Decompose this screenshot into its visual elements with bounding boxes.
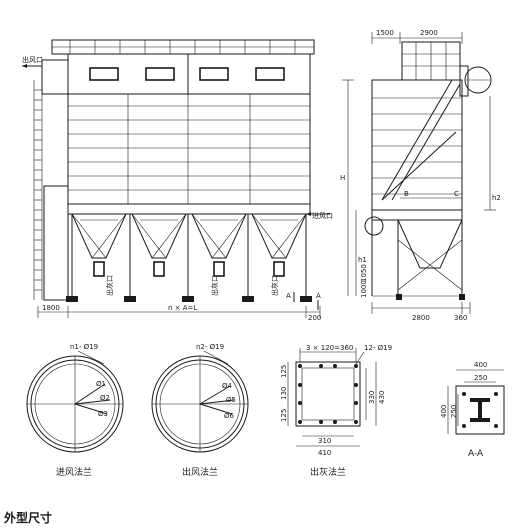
- dim-right: 200: [308, 314, 321, 322]
- hopper-beam: [67, 203, 311, 215]
- left-ladder: [33, 80, 43, 300]
- dim-1000: 1000: [360, 280, 368, 298]
- dim-bottom-right: 360: [454, 314, 467, 322]
- section-mark-right: A: [316, 292, 321, 300]
- label-b: B: [404, 190, 409, 198]
- dim-1050: 1050: [360, 264, 368, 282]
- ash-label-3: 出灰口: [270, 275, 279, 296]
- ash-dim-bottom-inner: 310: [318, 437, 331, 445]
- outlet-d5: Ø5: [226, 396, 236, 404]
- ash-dim-bottom-outer: 410: [318, 449, 331, 457]
- label-c: C: [454, 190, 459, 198]
- outlet-flange: n2- Ø19 Ø4 Ø5 Ø6 出风法兰: [151, 343, 249, 478]
- inlet-flange: n1- Ø19 Ø1 Ø2 Ø3 进风法兰: [26, 343, 124, 478]
- outlet-label: 出风口: [22, 55, 43, 64]
- label-h1: h1: [358, 256, 367, 264]
- support-legs: [71, 214, 307, 298]
- dim-bottom-left: 2800: [412, 314, 430, 322]
- section-aa: 400 250 400 250 A-A: [440, 361, 505, 459]
- aa-dim-left-outer: 400: [440, 405, 448, 418]
- side-hopper: [397, 219, 463, 269]
- front-dimension-line: [37, 306, 321, 318]
- ash-dim-top: 3 × 120=360: [306, 344, 353, 352]
- upper-plenum: [67, 53, 311, 95]
- hatch-2: [145, 67, 175, 81]
- ash-dim-left-c: 125: [280, 409, 288, 422]
- ash-holes-label: 12- Ø19: [364, 344, 392, 352]
- label-h2: h2: [492, 194, 501, 202]
- ash-dim-left-a: 125: [280, 365, 288, 378]
- inlet-d1: Ø1: [96, 380, 106, 388]
- outlet-caption: 出风法兰: [182, 466, 218, 478]
- aa-dim-top-inner: 250: [474, 374, 487, 382]
- dim-top-right: 2900: [420, 29, 438, 37]
- outlet-d4: Ø4: [222, 382, 233, 390]
- inlet-duct-circle: [364, 216, 384, 236]
- hatch-4: [255, 67, 285, 81]
- filter-housing: [67, 93, 311, 205]
- ash-caption: 出灰法兰: [310, 466, 346, 478]
- outlet-holes-label: n2- Ø19: [196, 343, 224, 351]
- label-h: H: [340, 174, 345, 182]
- ash-flange: 3 × 120=360 12- Ø19 125 130 125 330 430 …: [280, 344, 392, 478]
- left-platform-frame: [43, 185, 69, 301]
- staircase: [381, 79, 461, 201]
- side-housing: [371, 79, 463, 211]
- outlet-duct-circle: [464, 66, 492, 94]
- dim-top-left: 1500: [376, 29, 394, 37]
- hoppers: [71, 213, 307, 277]
- ash-label-2: 出灰口: [210, 275, 219, 296]
- hatch-1: [89, 67, 119, 81]
- ash-dim-left-b: 130: [280, 387, 288, 400]
- aa-caption: A-A: [468, 449, 484, 459]
- dim-length: n × A=L: [168, 304, 197, 312]
- inlet-holes-label: n1- Ø19: [70, 343, 98, 351]
- dim-left: 1800: [42, 304, 60, 312]
- aa-dim-top-outer: 400: [474, 361, 487, 369]
- inlet-label: 进风口: [312, 212, 333, 220]
- inlet-d3: Ø3: [98, 410, 108, 418]
- inlet-caption: 进风法兰: [56, 466, 92, 478]
- outlet-d6: Ø6: [224, 412, 235, 420]
- hatch-3: [199, 67, 229, 81]
- ash-dim-right-inner: 330: [368, 391, 376, 404]
- aa-dim-left-inner: 250: [450, 405, 458, 418]
- ash-label-1: 出灰口: [105, 275, 114, 296]
- side-view: 1500 2900 B C: [340, 29, 501, 322]
- inlet-d2: Ø2: [100, 394, 110, 402]
- ash-dim-right-outer: 430: [378, 391, 386, 404]
- section-mark-left: A: [286, 292, 291, 300]
- footer-title: 外型尺寸: [4, 510, 52, 525]
- outlet-duct: [41, 59, 69, 95]
- front-view: 出风口: [22, 39, 333, 322]
